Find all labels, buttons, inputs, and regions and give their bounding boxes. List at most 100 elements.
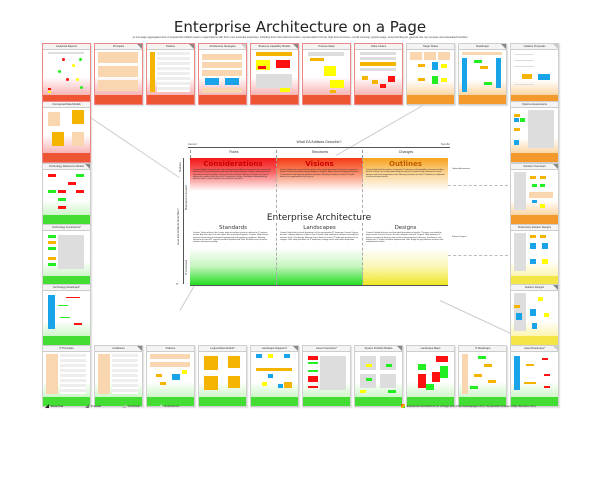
legend-essential: Essential — [45, 404, 63, 409]
top-axis: What EA Artifacts Describe? Generic Spec… — [188, 140, 450, 152]
artifact-card-initiative-proposals[interactable]: Initiative Proposals — [510, 43, 559, 105]
credit-line[interactable]: Enterprise Architecture on a Page v2.0 (… — [401, 404, 536, 409]
card-footer — [43, 95, 90, 104]
artifact-card-technology-reference-models[interactable]: Technology Reference Models — [42, 163, 91, 225]
artifact-card-value-chains[interactable]: Value Chains — [354, 43, 403, 105]
card-title: System Portfolio Models — [355, 346, 402, 352]
popularity-corner-icon — [501, 44, 506, 49]
card-footer — [459, 397, 506, 406]
card-title: Patterns — [147, 346, 194, 352]
artifact-card-solution-designs[interactable]: Solution Designs — [510, 284, 559, 346]
outlines-side-note: Options Assessments — [452, 168, 471, 170]
artifact-card-analytical-reports[interactable]: Analytical Reports — [42, 43, 91, 105]
card-footer — [95, 397, 142, 406]
page-subtitle: (A one-page aggregated view of popular E… — [132, 36, 468, 39]
artifact-card-roadmaps[interactable]: Roadmaps — [458, 43, 507, 105]
cell-standards[interactable]: Standards Content: Technical-level rules… — [190, 223, 277, 285]
cell-text: Content: High-level conceptual descripti… — [280, 169, 359, 178]
artifact-card-preliminary-solution-designs[interactable]: Preliminary Solution Designs — [510, 224, 559, 286]
card-title: Principles — [95, 44, 142, 50]
matrix-bottom-border — [190, 285, 448, 286]
cell-text: Content: Global conceptual rules and fun… — [193, 169, 271, 181]
left-axis-label: How EA Artifacts Describe? — [176, 208, 180, 245]
artifact-card-conceptual-data-models[interactable]: Conceptual Data Models — [42, 101, 91, 163]
artifact-card-principles[interactable]: Principles — [94, 43, 143, 105]
card-footer — [355, 397, 402, 406]
artifact-card-business-capability-models[interactable]: Business Capability Models — [250, 43, 299, 105]
card-footer — [303, 95, 350, 104]
popularity-corner-icon — [293, 44, 298, 49]
card-footer — [511, 95, 558, 104]
cell-outlines[interactable]: Outlines Content: High-level description… — [363, 158, 448, 213]
cell-visions[interactable]: Visions Content: High-level conceptual d… — [277, 158, 363, 213]
eaonapage-logo-icon — [401, 404, 405, 409]
divider — [448, 255, 508, 256]
column-header-structures: Structures — [276, 150, 363, 158]
popularity-corner-icon — [553, 44, 558, 49]
divider — [448, 185, 508, 186]
artifact-card-policies[interactable]: Policies — [146, 43, 195, 105]
card-title: IT Principles — [43, 346, 90, 352]
column-header-rules: Rules — [190, 150, 277, 158]
artifact-card-logical-data-models[interactable]: Logical Data Models* — [198, 345, 247, 407]
popularity-corner-icon — [189, 44, 194, 49]
artifact-card-patterns[interactable]: Patterns — [146, 345, 195, 407]
card-title: Roadmaps — [459, 44, 506, 50]
card-title: Technology Investments* — [43, 225, 90, 231]
card-title: Asset Roadmaps* — [511, 346, 558, 352]
legend-common: Common — [122, 404, 140, 409]
card-title: Process Maps — [303, 44, 350, 50]
artifact-card-solution-overviews[interactable]: Solution Overviews — [510, 163, 559, 225]
card-footer — [199, 397, 246, 406]
card-footer — [43, 215, 90, 224]
artifact-card-target-states[interactable]: Target States — [406, 43, 455, 105]
card-footer — [251, 397, 298, 406]
card-footer — [407, 397, 454, 406]
card-footer — [511, 153, 558, 162]
cell-title: Visions — [305, 160, 334, 168]
card-title: Logical Data Models* — [199, 346, 246, 352]
card-title: Landscape Maps — [407, 346, 454, 352]
artifact-card-guidelines[interactable]: Guidelines — [94, 345, 143, 407]
card-title: Initiative Proposals — [511, 44, 558, 50]
popularity-corner-icon — [241, 44, 246, 49]
essential-corner-icon — [45, 404, 49, 409]
card-footer — [251, 95, 298, 104]
card-title: Landscape Diagrams* — [251, 346, 298, 352]
cell-title: Designs — [394, 225, 417, 231]
page-title: Enterprise Architecture on a Page — [173, 18, 427, 36]
card-footer — [407, 95, 454, 104]
left-axis-upper-label: Business-Focused — [184, 185, 188, 210]
artifact-card-technology-roadmaps[interactable]: Technology Roadmaps* — [42, 284, 91, 346]
card-title: Solution Overviews — [511, 164, 558, 170]
artifact-card-system-portfolio-models[interactable]: System Portfolio Models — [354, 345, 403, 407]
column-header-changes: Changes — [362, 150, 449, 158]
popularity-corner-icon — [397, 346, 402, 351]
card-footer — [147, 397, 194, 406]
legend-uncommon: Uncommon — [158, 404, 179, 409]
artifact-card-asset-roadmaps[interactable]: Asset Roadmaps* — [510, 345, 559, 407]
cell-landscapes[interactable]: Landscapes Content: High-level technical… — [277, 223, 363, 285]
top-axis-line — [188, 147, 450, 148]
uncommon-corner-icon — [158, 404, 162, 409]
artifact-card-landscape-diagrams[interactable]: Landscape Diagrams* — [250, 345, 299, 407]
center-label: Enterprise Architecture — [190, 213, 448, 223]
artifact-card-asset-inventories[interactable]: Asset Inventories* — [302, 345, 351, 407]
artifact-card-it-roadmaps[interactable]: IT Roadmaps — [458, 345, 507, 407]
popularity-corner-icon — [553, 164, 558, 169]
artifact-card-technology-investments[interactable]: Technology Investments* — [42, 224, 91, 286]
artifact-card-it-principles[interactable]: IT Principles — [42, 345, 91, 407]
card-footer — [43, 397, 90, 406]
card-footer — [459, 95, 506, 104]
card-footer — [511, 276, 558, 285]
left-axis-top-label: Business — [179, 162, 182, 172]
artifact-card-options-assessments[interactable]: Options Assessments — [510, 101, 559, 163]
cell-designs[interactable]: Designs Content: Detailed technical and … — [363, 223, 448, 285]
artifact-card-landscape-maps[interactable]: Landscape Maps — [406, 345, 455, 407]
cell-considerations[interactable]: Considerations Content: Global conceptua… — [190, 158, 277, 213]
top-axis-label: What EA Artifacts Describe? — [296, 140, 342, 144]
artifact-card-process-maps[interactable]: Process Maps — [302, 43, 351, 105]
artifact-card-architecture-strategies[interactable]: Architecture Strategies — [198, 43, 247, 105]
card-title: Technology Reference Models — [43, 164, 90, 170]
card-title: IT Roadmaps — [459, 346, 506, 352]
